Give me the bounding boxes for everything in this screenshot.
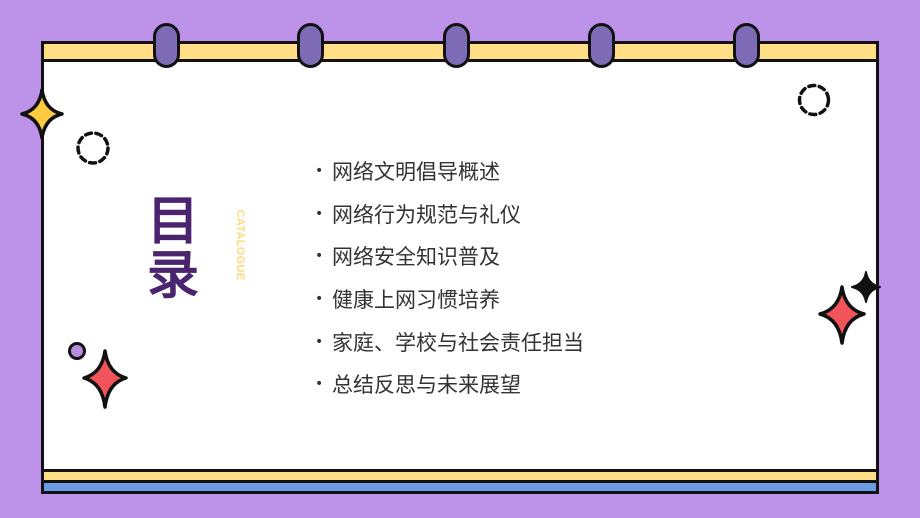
binder-ring-icon — [588, 23, 615, 68]
bullet-icon: • — [315, 205, 324, 222]
bullet-icon: • — [315, 163, 324, 180]
sparkle-icon — [851, 271, 881, 303]
sparkle-icon — [20, 88, 64, 140]
binder-ring-icon — [733, 23, 760, 68]
dashed-circle-icon — [76, 131, 110, 165]
binder-ring-icon — [297, 23, 324, 68]
toc-item[interactable]: • 网络文明倡导概述 — [310, 150, 584, 193]
toc-item-label: 家庭、学校与社会责任担当 — [332, 330, 584, 355]
bullet-icon: • — [315, 376, 324, 393]
toc-item[interactable]: • 总结反思与未来展望 — [310, 363, 584, 406]
dot-circle-icon — [68, 342, 86, 360]
binder-ring-icon — [153, 23, 180, 68]
toc-item-label: 网络文明倡导概述 — [332, 160, 500, 185]
notebook-page — [41, 41, 879, 494]
binder-ring-icon — [443, 23, 470, 68]
toc-item[interactable]: • 健康上网习惯培养 — [310, 278, 584, 321]
bottom-band-yellow — [41, 469, 879, 483]
sparkle-icon — [818, 285, 866, 345]
toc-item-label: 网络安全知识普及 — [332, 245, 500, 270]
table-of-contents: • 网络文明倡导概述 • 网络行为规范与礼仪 • 网络安全知识普及 • 健康上网习惯培养… — [310, 150, 584, 406]
bullet-icon: • — [315, 333, 324, 350]
bullet-icon: • — [315, 248, 324, 265]
dashed-circle-icon — [797, 83, 831, 117]
toc-item[interactable]: • 网络安全知识普及 — [310, 235, 584, 278]
toc-item[interactable]: • 网络行为规范与礼仪 — [310, 193, 584, 236]
page-title: 目录 — [146, 192, 199, 306]
sparkle-icon — [82, 349, 128, 409]
toc-item[interactable]: • 家庭、学校与社会责任担当 — [310, 320, 584, 363]
toc-item-label: 总结反思与未来展望 — [332, 373, 521, 398]
toc-item-label: 网络行为规范与礼仪 — [332, 202, 521, 227]
subtitle-vertical: CATALOGUE — [234, 209, 246, 281]
toc-item-label: 健康上网习惯培养 — [332, 288, 500, 313]
bullet-icon: • — [315, 291, 324, 308]
